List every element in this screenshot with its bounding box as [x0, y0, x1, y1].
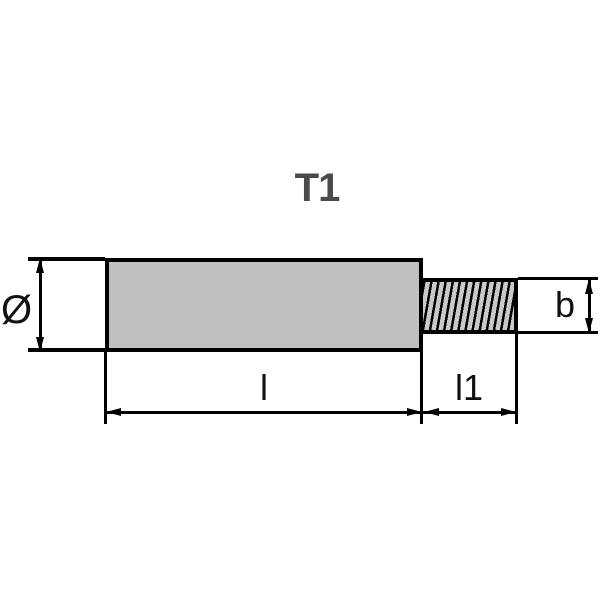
extension-line-b-top	[518, 277, 598, 280]
extension-line-diameter-top	[28, 257, 105, 261]
extension-line-b-bottom	[518, 331, 598, 334]
arrow-up-icon	[36, 258, 44, 273]
thread-length-label: l1	[454, 367, 484, 408]
drawing-title: T1	[294, 166, 341, 210]
arrow-left-icon	[106, 408, 121, 416]
diameter-label: Ø	[1, 288, 33, 332]
dimension-line-l	[106, 411, 422, 414]
extension-line-l-right	[420, 352, 423, 424]
part-body	[105, 258, 423, 352]
extension-line-diameter-bottom	[28, 348, 105, 352]
thread-section	[423, 278, 518, 334]
body-length-label: l	[260, 367, 268, 408]
dimension-line-b	[588, 279, 591, 333]
arrow-down-icon	[585, 318, 593, 333]
dimension-line-diameter	[39, 258, 42, 352]
arrow-right-icon	[501, 408, 516, 416]
arrow-right-icon	[407, 408, 422, 416]
arrow-down-icon	[36, 337, 44, 352]
extension-line-l-left	[104, 352, 107, 424]
arrow-left-icon	[424, 408, 439, 416]
dimension-line-l1	[423, 411, 516, 414]
arrow-up-icon	[585, 279, 593, 294]
extension-line-l1-right	[515, 334, 518, 424]
thread-diameter-label: b	[555, 284, 576, 325]
